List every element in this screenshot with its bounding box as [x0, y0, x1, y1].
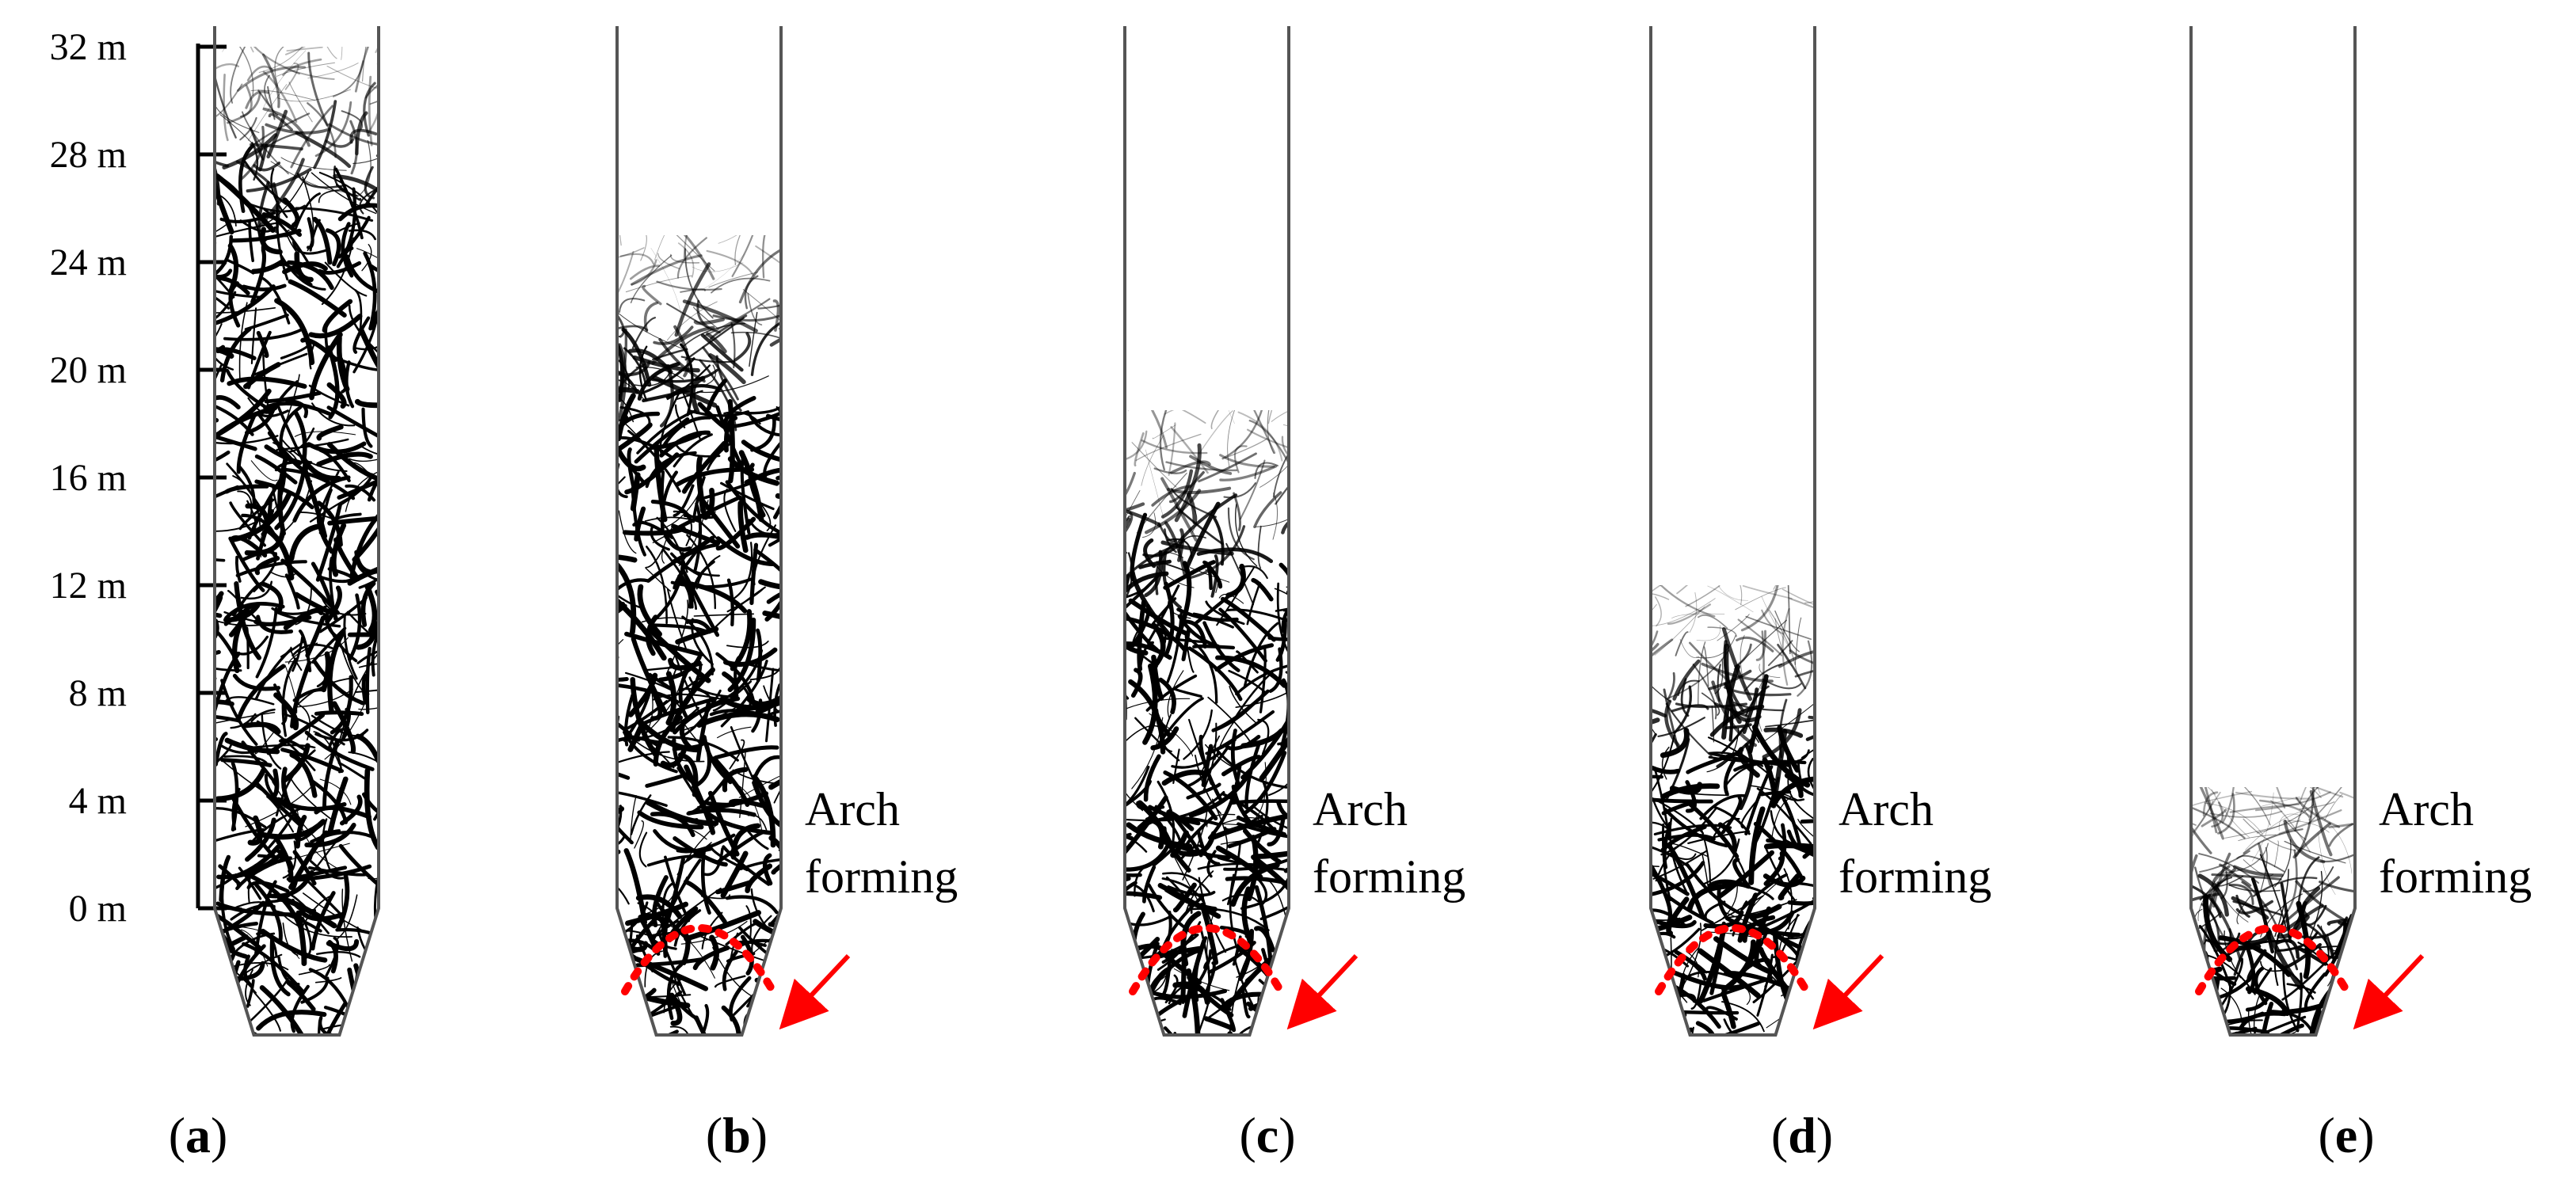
arch-dotted-line [2195, 924, 2351, 995]
panel-label-a: (a) [169, 1107, 228, 1163]
silo-panel-d: Arch forming (d) [1649, 26, 1991, 1163]
arch-arrow [1812, 953, 1884, 1030]
arch-label-line1: Arch [805, 783, 900, 835]
height-axis: 0 m 4 m 8 m 12 m 16 m 20 m 24 m 28 m 32 m [50, 26, 227, 930]
force-chain-network [215, 47, 379, 1035]
panel-label-d: (d) [1771, 1107, 1833, 1163]
axis-tick-label: 20 m [50, 349, 127, 391]
arch-arrow [2353, 953, 2425, 1030]
arch-label-line1: Arch [1313, 783, 1408, 835]
axis-tick-label: 0 m [69, 888, 127, 930]
axis-tick-label: 16 m [50, 457, 127, 499]
force-chain-network [1125, 410, 1289, 1035]
force-chain-network [617, 235, 781, 1035]
arch-label-line1: Arch [1839, 783, 1934, 835]
silo-panel-b: Arch forming (b) [615, 26, 958, 1163]
silo-panels: (a) Arch forming (b) Arch forming (c) Arch formi… [169, 26, 2532, 1163]
axis-ticks: 0 m 4 m 8 m 12 m 16 m 20 m 24 m 28 m 32 m [50, 26, 227, 930]
axis-tick-label: 28 m [50, 134, 127, 176]
axis-tick-label: 12 m [50, 565, 127, 607]
panel-label-e: (e) [2318, 1107, 2374, 1163]
silo-wall [1123, 26, 1290, 1037]
arch-label-line2: forming [1313, 850, 1465, 903]
axis-tick-label: 32 m [50, 26, 127, 68]
arch-label-line2: forming [805, 850, 958, 903]
panel-label-c: (c) [1239, 1107, 1295, 1163]
silo-wall [2189, 26, 2357, 1037]
arch-dotted-line [621, 924, 777, 995]
arch-label-line2: forming [1839, 850, 1991, 903]
panel-label-b: (b) [706, 1107, 768, 1163]
silo-panel-a: (a) [169, 26, 380, 1163]
axis-tick-label: 8 m [69, 672, 127, 714]
silo-wall [1649, 26, 1816, 1037]
silo-panel-c: Arch forming (c) [1123, 26, 1465, 1163]
arch-label-line1: Arch [2379, 783, 2474, 835]
arch-arrow [1286, 953, 1358, 1030]
silo-wall [213, 26, 380, 1037]
force-chain-network [1651, 585, 1815, 1035]
arch-label-line2: forming [2379, 850, 2532, 903]
silo-wall [615, 26, 783, 1037]
force-chain-network [2191, 787, 2355, 1035]
arch-dotted-line [1655, 924, 1811, 995]
silo-panel-e: Arch forming (e) [2189, 26, 2532, 1163]
axis-tick-label: 24 m [50, 242, 127, 283]
arch-dotted-line [1129, 924, 1285, 995]
arch-arrow [779, 953, 851, 1030]
axis-tick-label: 4 m [69, 780, 127, 822]
